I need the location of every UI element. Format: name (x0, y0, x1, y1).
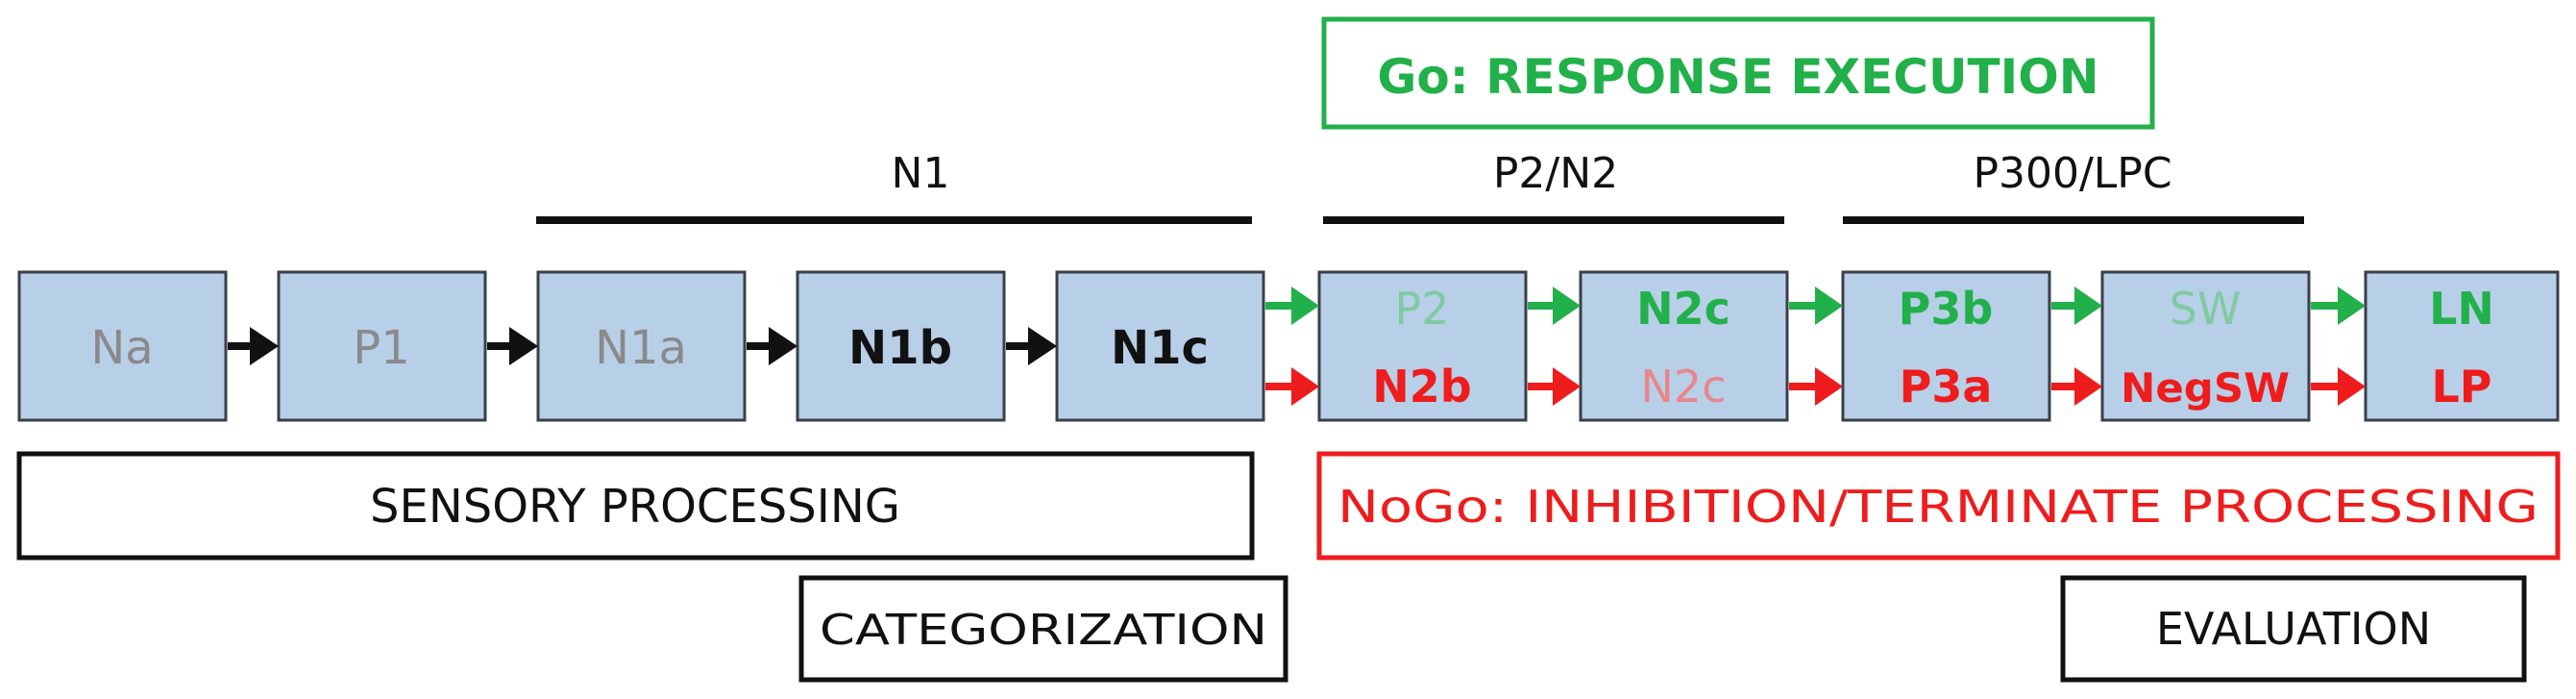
box-na (17, 270, 228, 422)
categorization-box (798, 575, 1288, 683)
box-ln-lp (2364, 270, 2560, 422)
box-sw-negsw (2100, 270, 2311, 422)
label-na: Na (90, 321, 153, 375)
arrow-n1a-n1b (747, 327, 797, 365)
label-p2: P2 (1394, 283, 1449, 335)
bracket-label-n1: N1 (892, 149, 950, 198)
label-p3b: P3b (1899, 283, 1994, 335)
sensory-processing-label: SENSORY PROCESSING (370, 480, 900, 534)
label-sw: SW (2170, 283, 2242, 335)
evaluation-label: EVALUATION (2156, 603, 2431, 655)
box-n2c (1579, 270, 1789, 422)
bracket-label-p2n2: P2/N2 (1493, 149, 1618, 198)
arrow-green-sw-ln (2311, 287, 2366, 325)
arrow-red-negsw-lp (2311, 367, 2366, 406)
bracket-bar-p2n2 (1323, 216, 1784, 224)
label-p3a: P3a (1900, 361, 1993, 412)
label-p1: P1 (353, 321, 409, 375)
label-lp: LP (2431, 361, 2491, 412)
label-n2c-nogo: N2c (1641, 361, 1727, 412)
label-negsw: NegSW (2121, 364, 2290, 412)
box-p2-n2b (1317, 270, 1528, 422)
arrow-na-p1 (228, 327, 279, 365)
arrow-red-n2c-p3a (1789, 367, 1843, 406)
label-ln: LN (2429, 283, 2494, 335)
arrow-green-p3b-sw (2051, 287, 2102, 325)
arrow-green-p2-n2c (1528, 287, 1581, 325)
arrow-red-n2b-n2c (1528, 367, 1581, 406)
arrow-green-n1c-p2 (1265, 287, 1319, 325)
bracket-label-p300: P300/LPC (1973, 149, 2171, 198)
label-n1a: N1a (595, 321, 687, 375)
nogo-inhibition-box (1316, 451, 2561, 561)
sensory-processing-box (16, 451, 1255, 561)
arrow-red-p3a-negsw (2051, 367, 2102, 406)
arrow-n1b-n1c (1006, 327, 1057, 365)
nogo-inhibition-label: NoGo: INHIBITION/TERMINATE PROCESSING (1337, 481, 2539, 533)
label-n2c-go: N2c (1636, 283, 1730, 335)
arrow-red-n1c-n2b (1265, 367, 1319, 406)
box-p3b-p3a (1841, 270, 2051, 422)
label-n1b: N1b (848, 321, 952, 375)
bracket-bar-p300 (1843, 216, 2304, 224)
label-n2b: N2b (1372, 361, 1471, 412)
categorization-label: CATEGORIZATION (820, 606, 1267, 655)
go-response-execution-label: Go: RESPONSE EXECUTION (1377, 49, 2098, 105)
box-n1a (536, 270, 747, 422)
arrow-p1-n1a (487, 327, 538, 365)
box-p1 (277, 270, 487, 422)
label-n1c: N1c (1111, 321, 1209, 375)
box-n1b (796, 270, 1006, 422)
arrow-green-n2c-p3b (1789, 287, 1843, 325)
evaluation-box (2060, 575, 2527, 683)
go-response-execution-box (1321, 16, 2155, 130)
bracket-bar-n1 (536, 216, 1252, 224)
